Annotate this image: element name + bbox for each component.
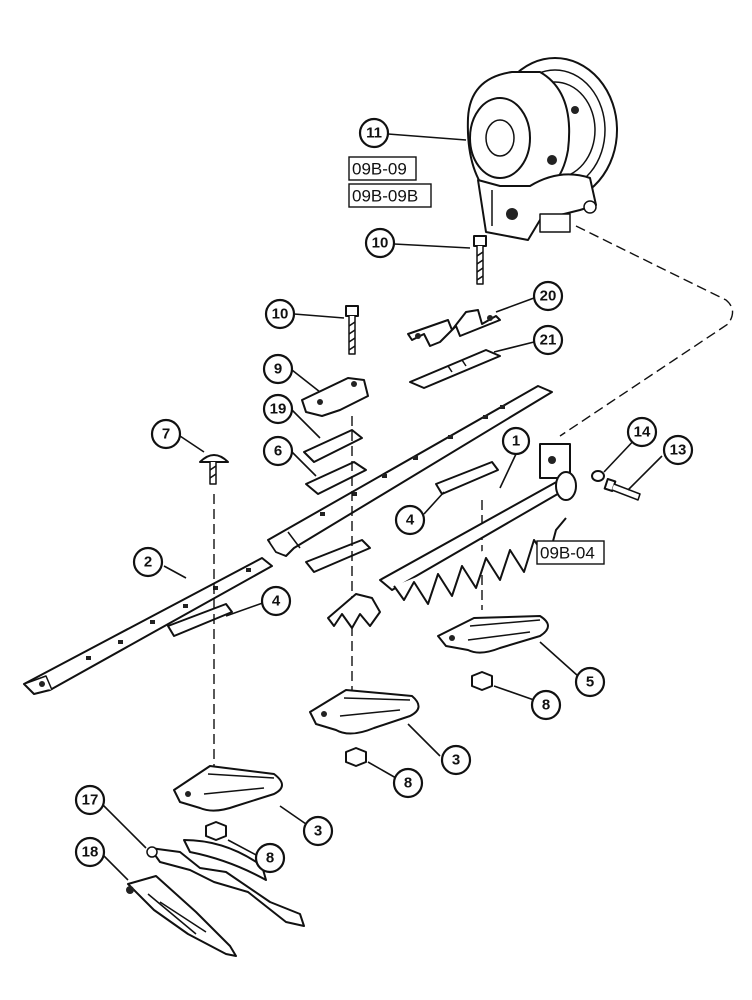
guard-part-right xyxy=(437,615,549,654)
bolt-part-upper xyxy=(473,235,487,285)
reference-label-09b-09: 09B-09 xyxy=(352,160,407,179)
cutter-bar-upper-section xyxy=(267,385,553,557)
nut-part-middle xyxy=(345,747,367,767)
callout-18: 18 xyxy=(74,836,106,868)
callout-3-middle: 3 xyxy=(440,744,472,776)
clamp-plate-part xyxy=(407,309,501,347)
callout-10-upper: 10 xyxy=(364,227,396,259)
wear-plate-part xyxy=(305,461,367,495)
callout-9: 9 xyxy=(262,353,294,385)
callout-2: 2 xyxy=(132,546,164,578)
guard-part-left xyxy=(173,765,283,812)
reference-box-09b-09b xyxy=(348,183,432,208)
alignment-dashed-line xyxy=(559,225,734,437)
svg-text:19: 19 xyxy=(270,401,287,418)
guard-tool-part xyxy=(146,839,305,927)
reference-label-09b-09b: 09B-09B xyxy=(352,187,418,206)
svg-text:14: 14 xyxy=(634,424,651,441)
reference-box-09b-04 xyxy=(536,540,605,565)
knife-section-part xyxy=(327,593,381,629)
shim-part xyxy=(303,429,363,463)
svg-text:7: 7 xyxy=(162,426,170,443)
callout-17: 17 xyxy=(74,784,106,816)
svg-text:1: 1 xyxy=(512,433,520,450)
svg-text:6: 6 xyxy=(274,443,282,460)
callout-10-lower: 10 xyxy=(264,298,296,330)
callout-5: 5 xyxy=(574,666,606,698)
callout-7: 7 xyxy=(150,418,182,450)
wear-plate-4-middle xyxy=(305,539,371,573)
callout-4-lower: 4 xyxy=(260,585,292,617)
svg-text:11: 11 xyxy=(366,125,382,142)
cutter-bar-lower-section xyxy=(23,557,273,695)
svg-text:8: 8 xyxy=(266,850,274,867)
callout-4-upper: 4 xyxy=(394,504,426,536)
svg-text:13: 13 xyxy=(670,442,687,459)
svg-text:17: 17 xyxy=(82,792,99,809)
nut-part-left xyxy=(205,821,227,841)
guard-straightener-part xyxy=(126,875,237,957)
shim-plate-part xyxy=(409,349,501,389)
svg-text:10: 10 xyxy=(272,306,289,323)
svg-text:4: 4 xyxy=(272,593,281,610)
callout-3-lower: 3 xyxy=(302,815,334,847)
reference-label-09b-04: 09B-04 xyxy=(540,544,595,563)
wear-plate-4-upper xyxy=(435,461,499,495)
callout-21: 21 xyxy=(532,324,564,356)
carriage-bolt-part xyxy=(199,454,229,485)
callout-14: 14 xyxy=(626,416,658,448)
guard-part-middle xyxy=(309,689,420,735)
callout-6: 6 xyxy=(262,435,294,467)
hex-bolt-part xyxy=(603,478,641,501)
bolt-part-lower xyxy=(345,305,359,355)
svg-text:21: 21 xyxy=(540,332,557,349)
reference-box-09b-09 xyxy=(348,156,417,181)
svg-text:8: 8 xyxy=(542,697,550,714)
svg-text:2: 2 xyxy=(144,554,152,571)
svg-text:9: 9 xyxy=(274,361,282,378)
drive-gearbox-part xyxy=(466,57,618,241)
knife-assembly-part xyxy=(379,443,577,605)
callout-13: 13 xyxy=(662,434,694,466)
svg-text:18: 18 xyxy=(82,844,99,861)
leader-lines xyxy=(99,133,663,881)
svg-text:3: 3 xyxy=(314,823,322,840)
svg-text:3: 3 xyxy=(452,752,460,769)
callout-19: 19 xyxy=(262,393,294,425)
hold-down-clip-part xyxy=(301,377,369,417)
svg-text:8: 8 xyxy=(404,775,412,792)
callout-20: 20 xyxy=(532,280,564,312)
callout-8-middle: 8 xyxy=(392,767,424,799)
svg-text:5: 5 xyxy=(586,674,594,691)
washer-part xyxy=(591,470,605,482)
callout-11: 11 xyxy=(358,117,390,149)
wear-plate-4-lower xyxy=(167,603,233,637)
callout-8-lower: 8 xyxy=(254,842,286,874)
svg-text:20: 20 xyxy=(540,288,557,305)
svg-text:4: 4 xyxy=(406,512,415,529)
nut-part-right xyxy=(471,671,493,691)
svg-text:10: 10 xyxy=(372,235,389,252)
callout-8-right: 8 xyxy=(530,689,562,721)
callout-1: 1 xyxy=(501,426,531,456)
